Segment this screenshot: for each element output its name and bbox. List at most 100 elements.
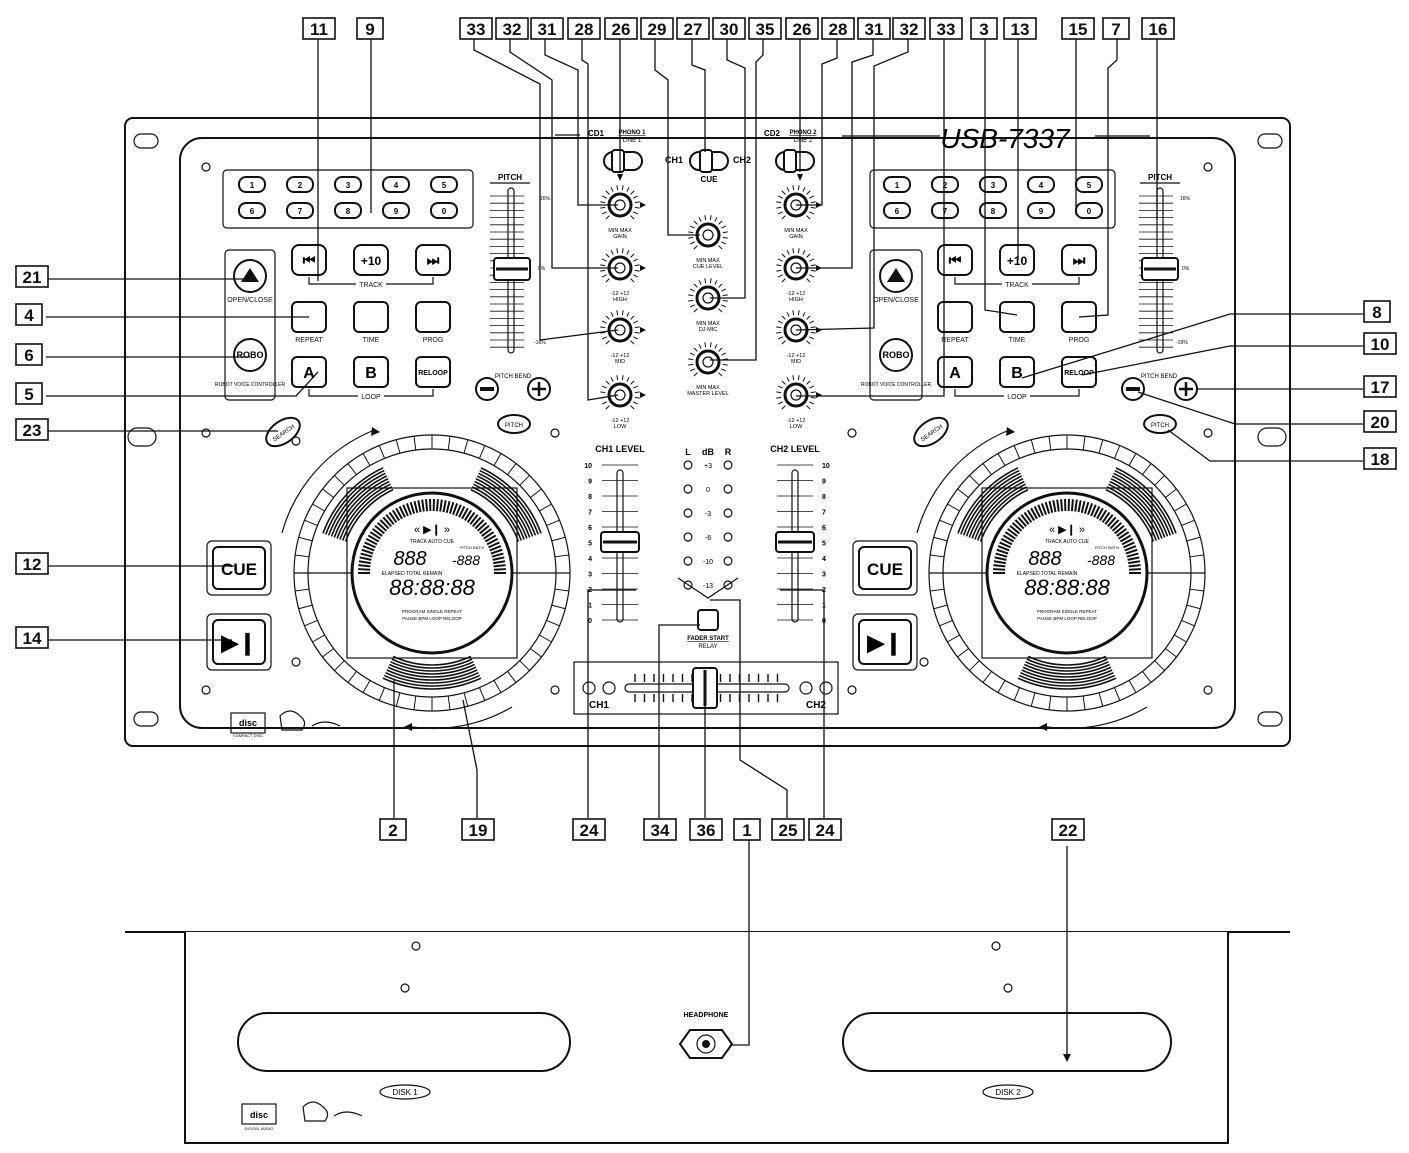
callout-box — [15, 382, 43, 405]
time-button[interactable] — [353, 301, 389, 333]
repeat-button[interactable] — [937, 301, 973, 333]
keypad-button-0[interactable] — [430, 202, 458, 219]
keypad-button-6[interactable] — [883, 202, 911, 219]
ch2-low-knob[interactable] — [783, 382, 809, 408]
vu-led-left — [683, 508, 693, 518]
master-level-knob[interactable] — [695, 349, 721, 375]
mascot-logo — [279, 710, 306, 731]
keypad-button-8[interactable] — [979, 202, 1007, 219]
search-button[interactable] — [261, 412, 305, 452]
keypad-button-7[interactable] — [931, 202, 959, 219]
pitch-bend-label: PITCH BEND — [1141, 374, 1178, 380]
ch1-low-knob[interactable] — [607, 382, 633, 408]
callout-number: 3 — [979, 20, 988, 39]
robo-button[interactable] — [233, 338, 267, 372]
cue-label: CUE — [701, 175, 719, 184]
ch1-mid-knob[interactable] — [607, 317, 633, 343]
vu-led-right — [723, 580, 733, 590]
callout-box — [379, 818, 407, 841]
track-label: TRACK — [359, 282, 383, 289]
fader-start-sub: RELAY — [698, 644, 717, 650]
time-label: TIME — [363, 337, 380, 344]
mode-buttons: REPEAT TIME PROG — [937, 301, 1097, 344]
screws — [201, 162, 1213, 695]
next-track-button[interactable] — [415, 244, 451, 276]
robo-button[interactable] — [879, 338, 913, 372]
keypad-button-3[interactable] — [979, 176, 1007, 193]
vu-led-right — [723, 484, 733, 494]
fader-start-button[interactable] — [697, 609, 719, 631]
pitch-button[interactable] — [1143, 414, 1177, 434]
plus10-button[interactable] — [353, 244, 389, 276]
callout-number: 29 — [648, 20, 667, 39]
play-pause-button[interactable] — [212, 619, 266, 665]
ch2-gain-knob-range: MIN MAX — [784, 228, 808, 234]
cue-button[interactable] — [212, 546, 266, 590]
vu-header-db: dB — [702, 447, 714, 457]
callout-number: 4 — [24, 306, 34, 325]
keypad-button-8[interactable] — [334, 202, 362, 219]
prog-label: PROG — [1069, 337, 1090, 344]
lcd-footer1: PROGRAM SINGLE REPEAT — [402, 609, 462, 614]
prog-button[interactable] — [415, 301, 451, 333]
callout-box — [821, 17, 855, 40]
callout-number: 31 — [865, 20, 884, 39]
disk-2-tray[interactable] — [842, 1012, 1172, 1072]
keypad-digit: 9 — [1039, 207, 1044, 216]
keypad-button-2[interactable] — [931, 176, 959, 193]
prev-track-button[interactable] — [937, 244, 973, 276]
fader-scale-label: 3 — [588, 572, 592, 579]
callout-number: 27 — [684, 20, 703, 39]
keypad-button-4[interactable] — [382, 176, 410, 193]
cd-logo-text: disc — [239, 718, 257, 728]
callout-number: 32 — [503, 20, 522, 39]
reloop-button[interactable] — [415, 356, 451, 388]
keypad-button-9[interactable] — [1027, 202, 1055, 219]
keypad-button-4[interactable] — [1027, 176, 1055, 193]
ch2-high-knob-label: HIGH — [789, 297, 803, 303]
keypad-button-6[interactable] — [238, 202, 266, 219]
loop-a-button[interactable] — [937, 356, 973, 388]
next-track-button[interactable] — [1061, 244, 1097, 276]
time-button[interactable] — [999, 301, 1035, 333]
master-level-knob-range: MIN MAX — [696, 385, 720, 391]
plus10-button[interactable] — [999, 244, 1035, 276]
keypad-digit: 2 — [943, 181, 948, 190]
crossfader-panel — [573, 661, 839, 715]
front-panel: DISK 1 DISK 2 HEADPHONE disc DIGITAL AUD… — [125, 931, 1290, 1144]
robo-label: ROBOT VOICE CONTROLLER — [861, 382, 932, 388]
cue-button[interactable] — [858, 546, 912, 590]
fader-scale-label: 5 — [588, 541, 592, 548]
search-button[interactable] — [909, 412, 953, 452]
fader-scale-label: 1 — [588, 603, 592, 610]
pitch-bottom-label: -16% — [1176, 340, 1188, 346]
disk-1-tray[interactable] — [237, 1012, 571, 1072]
crossfader-right-label: CH2 — [806, 700, 826, 711]
loop-b-button[interactable] — [353, 356, 389, 388]
callout-box — [748, 17, 782, 40]
callout-number: 6 — [24, 346, 33, 365]
callout-box — [459, 17, 493, 40]
pitch-button[interactable] — [497, 414, 531, 434]
keypad-button-9[interactable] — [382, 202, 410, 219]
callout-number: 13 — [1011, 20, 1030, 39]
keypad-button-7[interactable] — [286, 202, 314, 219]
keypad-button-1[interactable] — [238, 176, 266, 193]
play-pause-button[interactable] — [858, 619, 912, 665]
keypad-button-1[interactable] — [883, 176, 911, 193]
keypad-button-2[interactable] — [286, 176, 314, 193]
master-level-knob-label: MASTER LEVEL — [687, 391, 729, 397]
keypad-button-5[interactable] — [430, 176, 458, 193]
loop-b-button[interactable] — [999, 356, 1035, 388]
cue-level-knob[interactable] — [695, 222, 721, 248]
keypad-button-3[interactable] — [334, 176, 362, 193]
loop-a-button[interactable] — [291, 356, 327, 388]
track-buttons: ⏮ +10 ⏭ TRACK — [937, 244, 1097, 289]
keypad-digit: 3 — [991, 181, 996, 190]
callout-box — [676, 17, 710, 40]
callout-number: 11 — [310, 20, 328, 39]
robo-button-label: ROBO — [237, 350, 264, 360]
